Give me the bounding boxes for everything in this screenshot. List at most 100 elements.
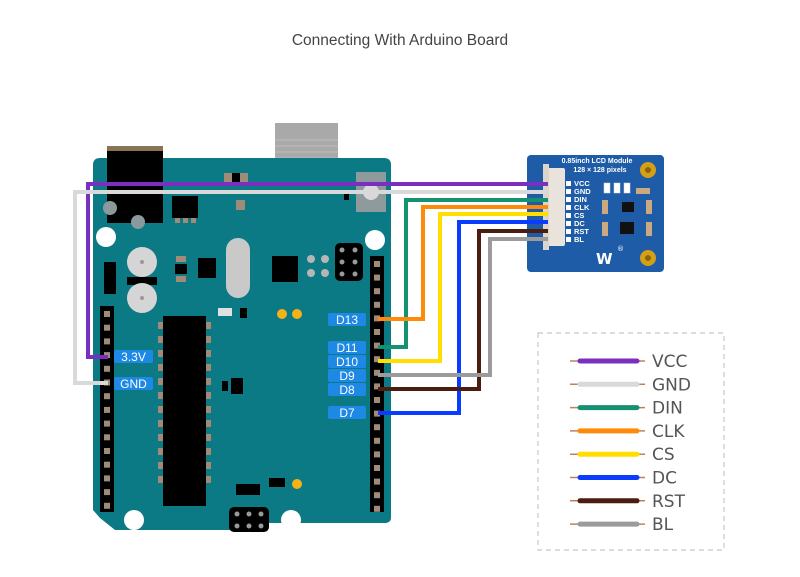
legend-item: DC xyxy=(570,469,677,489)
diagram-title: Connecting With Arduino Board xyxy=(291,32,509,49)
smd-component xyxy=(236,484,260,495)
wire-gnd xyxy=(73,190,548,385)
svg-text:D8: D8 xyxy=(339,383,355,397)
pin-label-d7: D7 xyxy=(328,406,366,420)
lcd-pin-label-rst: RST xyxy=(574,227,589,236)
pin-label-3v3: 3.3V xyxy=(114,350,153,364)
legend-item: CLK xyxy=(570,422,685,442)
header-pin xyxy=(374,465,380,471)
legend-label-din: DIN xyxy=(652,399,683,419)
svg-text:D9: D9 xyxy=(339,369,355,383)
header-pin xyxy=(374,383,380,390)
legend-label-cs: CS xyxy=(652,445,675,465)
led xyxy=(292,479,302,489)
svg-text:3.3V: 3.3V xyxy=(121,350,146,364)
pin-label-d8: D8 xyxy=(328,383,366,397)
header-pin xyxy=(374,288,380,295)
small-ic xyxy=(198,258,216,278)
legend-item: DIN xyxy=(570,399,683,419)
wire-dc xyxy=(378,220,548,415)
header-pin xyxy=(104,420,110,427)
legend-label-gnd: GND xyxy=(652,375,691,395)
legend-item: VCC xyxy=(570,352,687,372)
header-pin xyxy=(104,338,110,345)
header-pin xyxy=(374,342,380,349)
svg-text:D7: D7 xyxy=(339,406,355,420)
legend-label-clk: CLK xyxy=(652,422,685,442)
mounting-hole xyxy=(365,230,385,250)
icsp-header xyxy=(335,243,363,281)
header-pin xyxy=(374,301,380,308)
lcd-connector xyxy=(547,168,565,246)
legend-item: CS xyxy=(570,445,675,465)
lcd-module: 0.85inch LCD Module 128 × 128 pixels VCC… xyxy=(527,155,664,272)
lcd-pin-label-clk: CLK xyxy=(574,203,590,212)
header-pin xyxy=(374,424,380,431)
header-pin xyxy=(104,434,110,441)
dc-power-jack-top xyxy=(107,146,163,152)
header-pin xyxy=(374,274,380,281)
lcd-pin-label-vcc: VCC xyxy=(574,179,590,188)
wire-clk xyxy=(378,205,548,321)
header-pin xyxy=(374,437,380,444)
header-pin xyxy=(374,505,380,512)
pin-label-d11: D11 xyxy=(328,341,366,355)
legend-item: BL xyxy=(570,515,674,535)
wire-rst xyxy=(378,229,548,391)
mounting-hole xyxy=(281,510,301,530)
led xyxy=(292,309,302,319)
lcd-pin-label-gnd: GND xyxy=(574,187,591,196)
mounting-hole xyxy=(96,227,116,247)
header-pin xyxy=(104,365,110,372)
atmega-chip xyxy=(163,316,206,506)
wire-cs xyxy=(378,212,548,363)
pin-label-d13: D13 xyxy=(328,313,366,327)
lcd-pin-label-cs: CS xyxy=(574,211,584,220)
header-pin xyxy=(374,369,380,376)
lcd-pin-label-dc: DC xyxy=(574,219,585,228)
wire-vcc xyxy=(86,182,548,359)
legend-item: RST xyxy=(570,492,686,512)
header-pin xyxy=(104,489,110,496)
arduino-board xyxy=(93,123,391,532)
svg-text:D13: D13 xyxy=(336,313,358,327)
svg-text:®: ® xyxy=(617,245,624,253)
header-pin xyxy=(104,324,110,331)
header-pin xyxy=(104,502,110,509)
lcd-module-resolution: 128 × 128 pixels xyxy=(573,167,626,174)
pcb-pad xyxy=(131,215,145,229)
header-pin xyxy=(104,461,110,468)
legend-label-dc: DC xyxy=(652,469,677,489)
legend: VCC GND DIN CLK CS DC RST BL xyxy=(570,352,691,535)
header-pin xyxy=(374,397,380,403)
waveshare-logo: W xyxy=(596,250,613,268)
crystal-oscillator xyxy=(226,238,250,298)
header-pin xyxy=(374,329,380,335)
lcd-pin-label-bl: BL xyxy=(574,235,584,244)
voltage-regulator xyxy=(172,196,198,218)
svg-text:D11: D11 xyxy=(336,341,357,355)
header-pin xyxy=(104,448,110,454)
smd-component xyxy=(236,200,245,210)
svg-text:D10: D10 xyxy=(336,355,358,369)
usb-mcu-chip xyxy=(272,256,298,282)
pin-label-gnd: GND xyxy=(114,377,153,391)
header-pin xyxy=(374,478,380,485)
led xyxy=(277,309,287,319)
lcd-module-name: 0.85inch LCD Module xyxy=(562,158,633,165)
pin-label-d10: D10 xyxy=(328,355,366,369)
legend-box xyxy=(537,332,725,551)
wires xyxy=(73,182,548,415)
transistor xyxy=(175,264,187,274)
pcb-pad xyxy=(103,201,117,215)
legend-label-rst: RST xyxy=(652,492,686,512)
header-pin xyxy=(104,475,110,482)
lcd-ic xyxy=(620,222,634,234)
mounting-hole xyxy=(124,510,144,530)
header-pin xyxy=(374,356,380,363)
header-pin xyxy=(374,261,380,267)
pin-label-d9: D9 xyxy=(328,369,366,383)
lcd-ic xyxy=(622,202,634,212)
header-pin xyxy=(104,393,110,400)
